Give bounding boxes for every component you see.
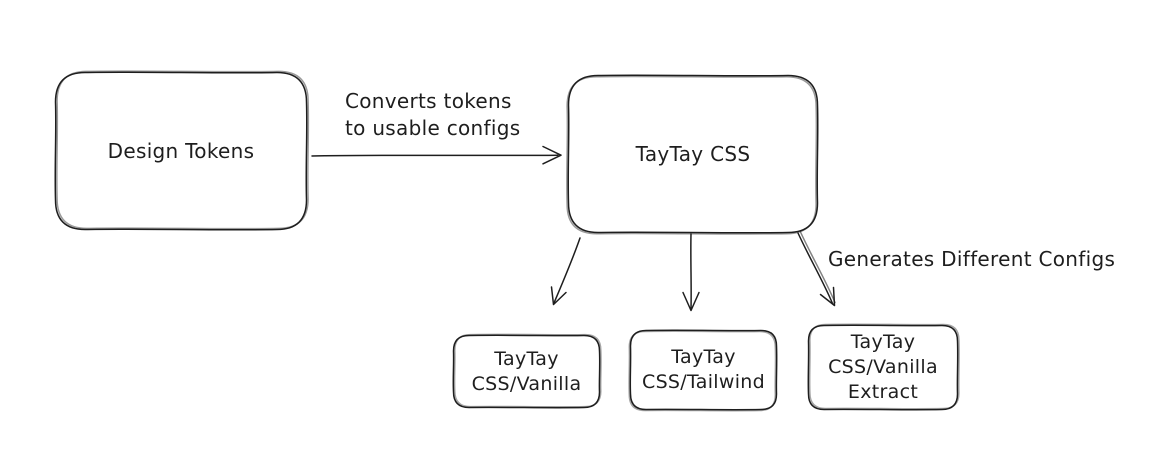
css-vanilla-extract-text-line2: CSS/Vanilla	[828, 356, 938, 378]
arrow-taytay-css-to-vanilla-extract	[797, 231, 836, 307]
css-vanilla-text-line1: TayTay	[494, 347, 559, 370]
css-tailwind-text-line1: TayTay	[671, 346, 736, 368]
design-tokens-box	[54, 71, 308, 231]
design-tokens-node-label: Design Tokens	[55, 72, 307, 230]
css-vanilla-text-line2: CSS/Vanilla	[471, 372, 582, 395]
css-vanilla-node-label: TayTay CSS/Vanilla	[453, 335, 600, 408]
css-vanilla-box	[452, 334, 601, 409]
arrow-taytay-css-to-tailwind	[682, 233, 700, 312]
taytay-css-node-label: TayTay CSS	[568, 75, 818, 233]
arrow-taytay-css-to-vanilla	[550, 237, 581, 306]
converts-tokens-text-line2: to usable configs	[345, 116, 521, 140]
css-tailwind-box	[629, 329, 778, 411]
css-tailwind-text-line2: CSS/Tailwind	[642, 371, 765, 393]
design-tokens-text: Design Tokens	[107, 139, 255, 163]
generates-configs-text: Generates Different Configs	[828, 247, 1116, 271]
converts-tokens-text-line1: Converts tokens	[345, 89, 512, 113]
css-vanilla-extract-box	[807, 324, 959, 411]
css-vanilla-extract-text-line3: Extract	[847, 381, 919, 403]
converts-tokens-edge-label: Converts tokens to usable configs	[345, 88, 565, 142]
taytay-css-text: TayTay CSS	[635, 142, 751, 166]
css-vanilla-extract-text-line1: TayTay	[850, 331, 916, 353]
arrow-design-tokens-to-taytay-css	[311, 145, 562, 165]
generates-configs-edge-label: Generates Different Configs	[828, 247, 1115, 271]
taytay-css-box	[567, 74, 819, 234]
css-tailwind-node-label: TayTay CSS/Tailwind	[630, 330, 777, 410]
shape-strokes	[54, 70, 960, 412]
css-vanilla-extract-node-label: TayTay CSS/Vanilla Extract	[808, 325, 958, 410]
